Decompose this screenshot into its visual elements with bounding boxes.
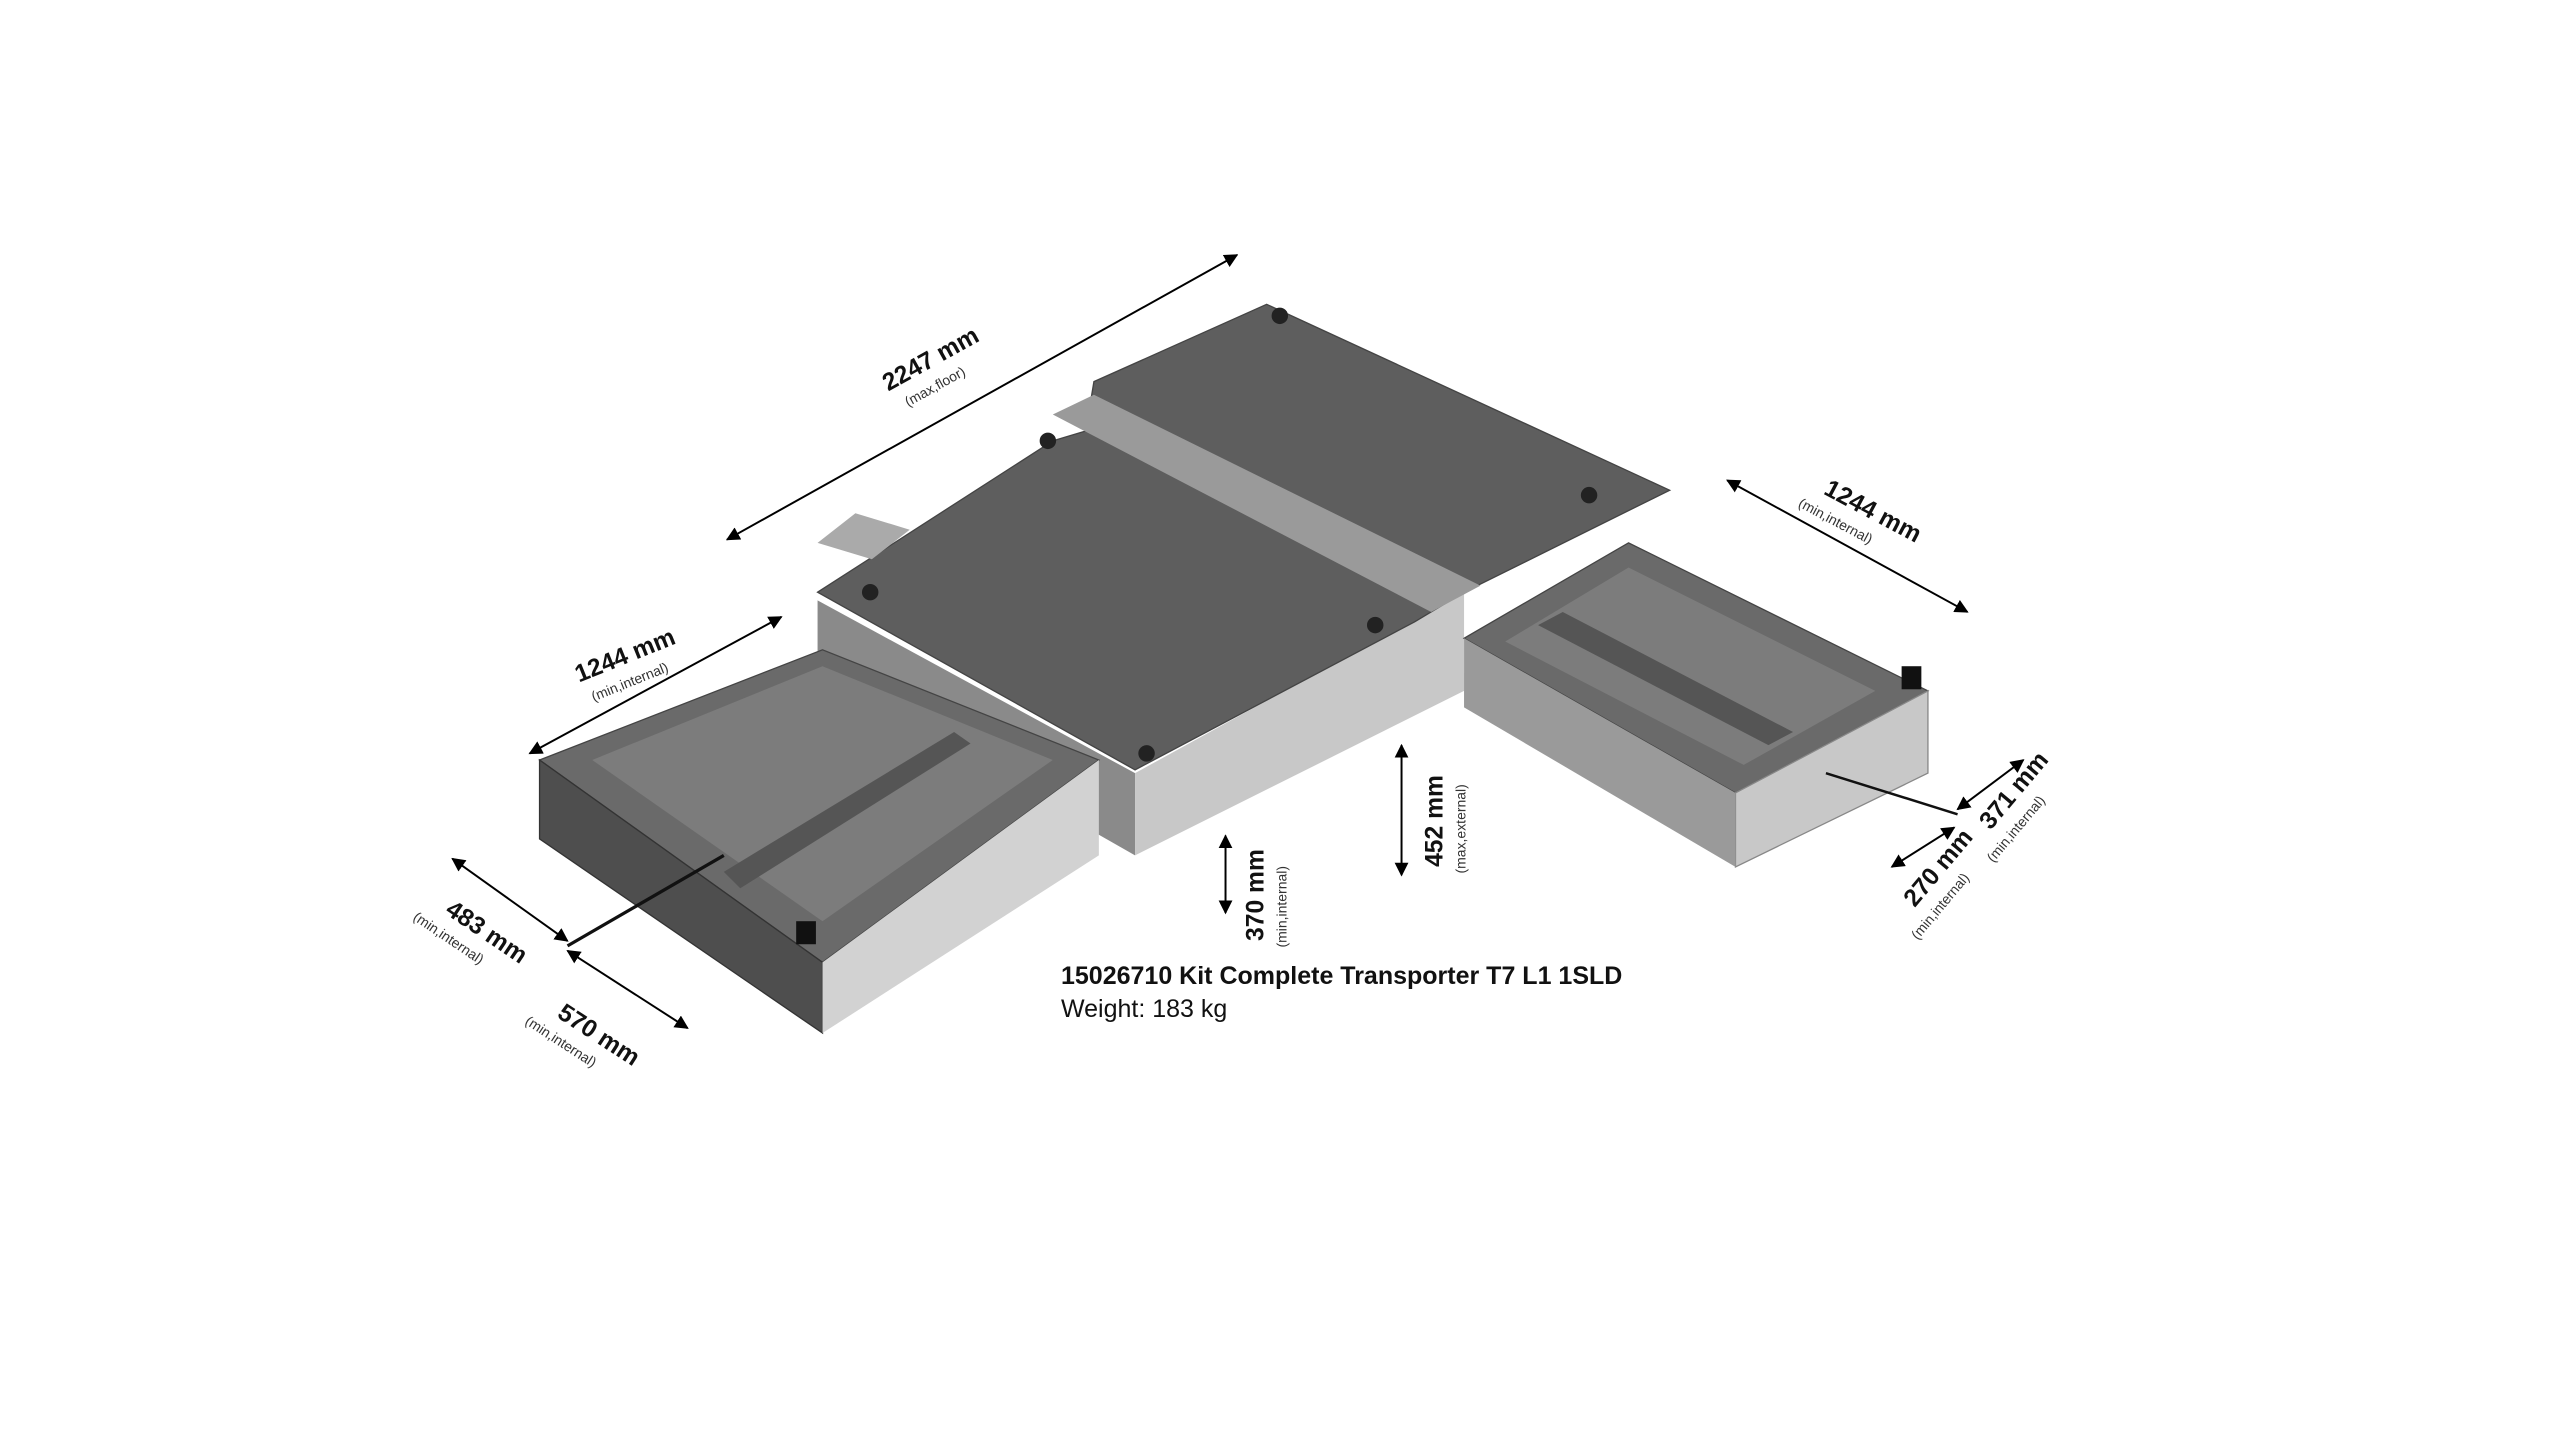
product-weight: Weight: 183 kg [1061, 995, 1228, 1023]
dimension-lines [451, 254, 2025, 1029]
right-drawer [1462, 542, 1958, 868]
dim-note: (max,external) [1453, 784, 1469, 873]
product-caption: 15026710 Kit Complete Transporter T7 L1 … [1061, 962, 1622, 1024]
left-drawer [538, 649, 1101, 1035]
dim-left-drawer-height: 370 mm [1242, 849, 1269, 941]
dim-note: (min,internal) [1273, 866, 1289, 948]
product-title: 15026710 Kit Complete Transporter T7 L1 … [1061, 962, 1623, 990]
dim-total-height: 452 mm [1422, 775, 1449, 867]
